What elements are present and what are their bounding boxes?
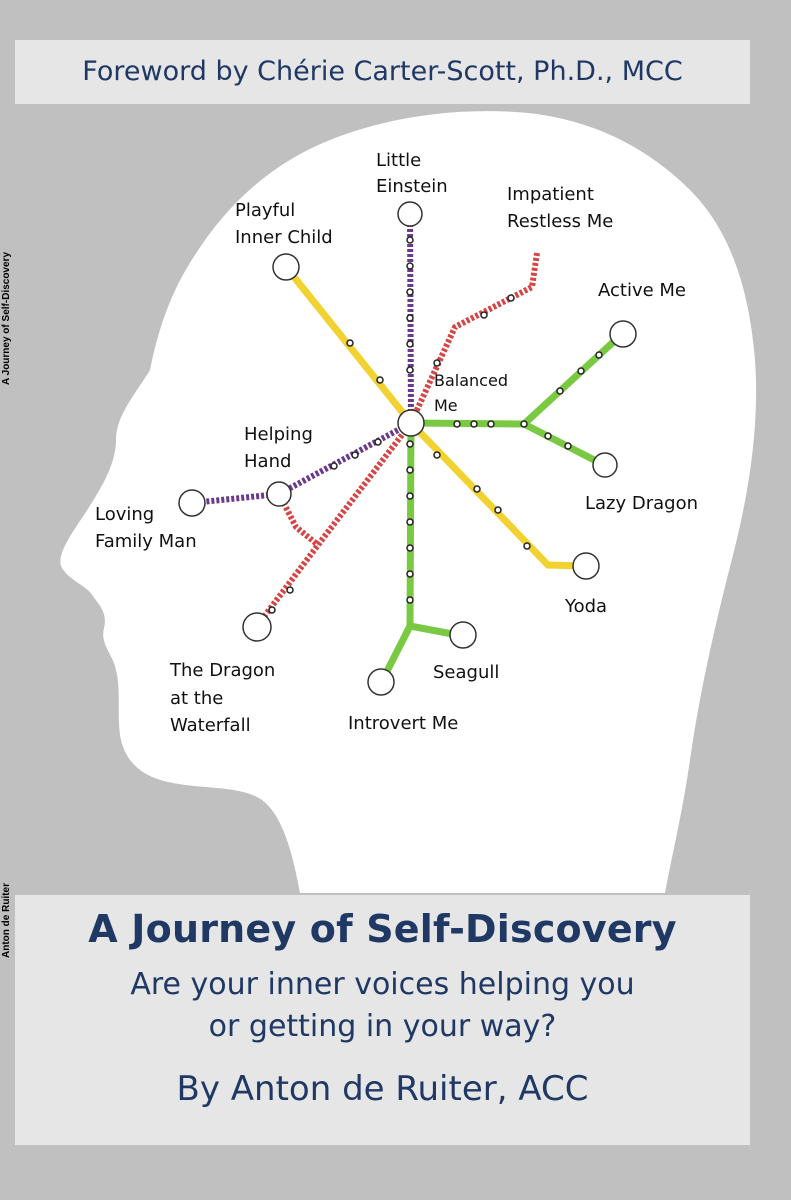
label-impatient-restless-me: Impatient (507, 184, 594, 205)
station-balanced-me (397, 409, 425, 437)
label-dragon-waterfall-3: Waterfall (170, 715, 251, 736)
book-title: A Journey of Self-Discovery (88, 907, 677, 951)
station-introvert-me (367, 668, 395, 696)
spine-author: Anton de Ruiter (1, 883, 12, 958)
station-circles (178, 201, 637, 696)
label-helping-hand-2: Hand (244, 451, 291, 472)
label-playful-inner-child-2: Inner Child (235, 227, 333, 248)
label-balanced-me-2: Me (434, 396, 458, 415)
station-little-einstein (397, 201, 423, 227)
foreword-text: Foreword by Chérie Carter-Scott, Ph.D., … (82, 56, 683, 87)
label-introvert-me: Introvert Me (348, 713, 458, 734)
station-seagull (449, 621, 477, 649)
label-lazy-dragon: Lazy Dragon (585, 493, 698, 514)
foreword-band: Foreword by Chérie Carter-Scott, Ph.D., … (15, 40, 750, 104)
label-active-me: Active Me (598, 280, 686, 301)
label-little-einstein: Little (376, 150, 421, 171)
label-little-einstein-2: Einstein (376, 176, 448, 197)
subtitle-line-1: Are your inner voices helping you (130, 967, 635, 1002)
label-loving-family-man-2: Family Man (95, 531, 197, 552)
spine-title: A Journey of Self-Discovery (1, 251, 12, 385)
label-helping-hand: Helping (244, 424, 313, 445)
label-dragon-waterfall-2: at the (170, 688, 223, 709)
label-dragon-waterfall: The Dragon (169, 660, 275, 681)
station-helping-hand (266, 481, 292, 507)
label-seagull: Seagull (433, 662, 499, 683)
label-impatient-restless-me-2: Restless Me (507, 211, 613, 232)
label-loving-family-man: Loving (95, 504, 154, 525)
label-yoda: Yoda (564, 596, 607, 617)
station-yoda (572, 552, 600, 580)
station-dots (268, 236, 603, 614)
purple-line (191, 213, 414, 506)
station-playful-inner-child (272, 253, 300, 281)
station-active-me (609, 320, 637, 348)
label-balanced-me: Balanced (434, 371, 508, 390)
title-band: A Journey of Self-Discovery Are your inn… (15, 895, 750, 1145)
author-line: By Anton de Ruiter, ACC (176, 1069, 589, 1109)
subtitle-line-2: or getting in your way? (208, 1009, 557, 1044)
spine: A Journey of Self-Discovery Anton de Rui… (0, 0, 14, 1200)
station-loving-family-man (178, 489, 206, 517)
station-dragon-waterfall (242, 612, 272, 642)
station-lazy-dragon (592, 452, 618, 478)
label-playful-inner-child: Playful (235, 200, 295, 221)
